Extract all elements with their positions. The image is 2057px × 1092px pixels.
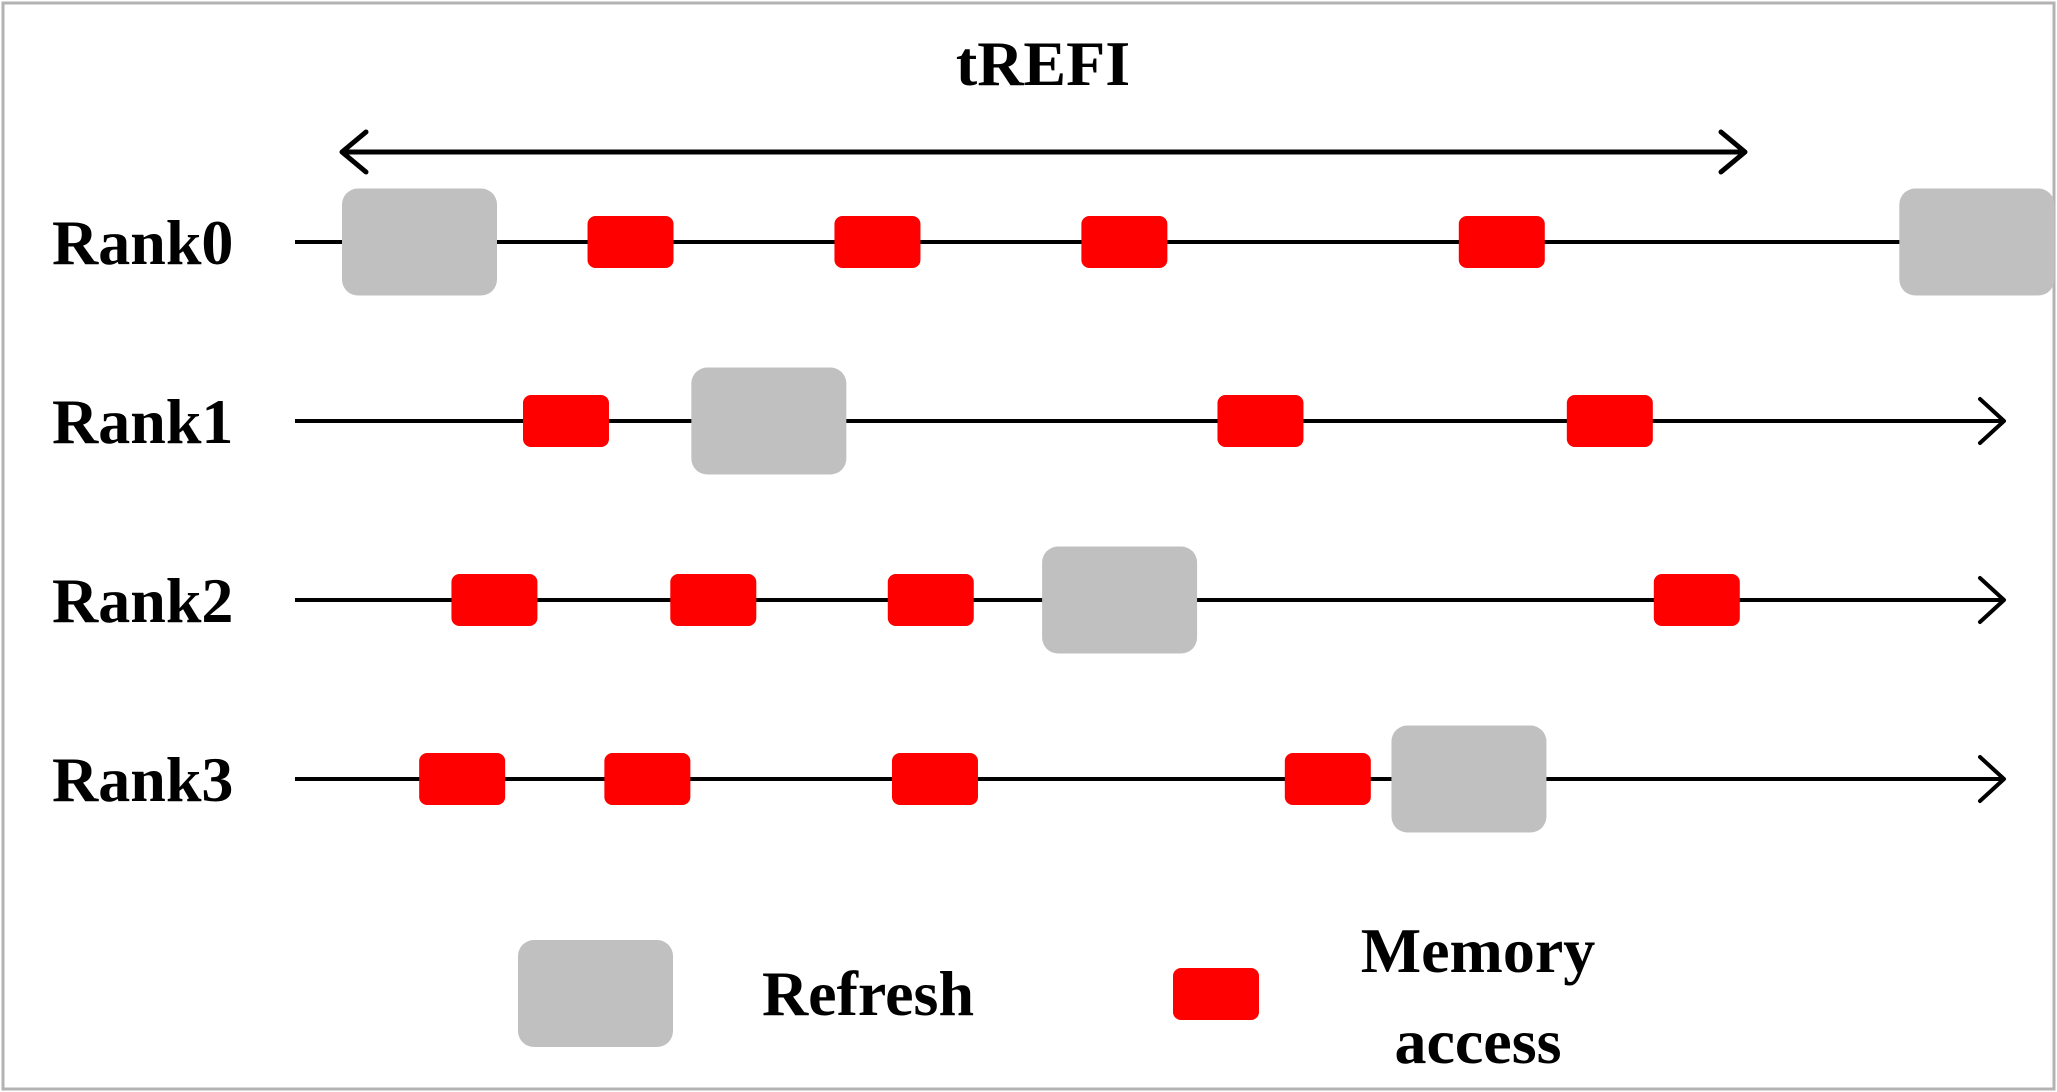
trefi-arrow (339, 129, 1748, 175)
legend-memory-label-line1: Memory (1361, 915, 1596, 986)
memory-access-block (419, 753, 506, 805)
refresh-block (1899, 188, 2055, 296)
timeline-arrowhead (1978, 576, 2006, 624)
memory-access-block (1081, 216, 1168, 268)
rank-row-0: Rank0 (52, 188, 2055, 296)
refresh-block (1391, 725, 1547, 833)
rank-row-1: Rank1 (52, 367, 2006, 475)
legend-refresh-label: Refresh (762, 958, 974, 1029)
memory-access-block (604, 753, 691, 805)
timeline-arrowhead (1978, 755, 2006, 803)
memory-access-block (1653, 574, 1740, 626)
trefi-title: tREFI (956, 28, 1130, 99)
rank-label-0: Rank0 (52, 207, 233, 278)
memory-access-block (1217, 395, 1304, 447)
refresh-block (1042, 546, 1198, 654)
refresh-block (691, 367, 847, 475)
memory-access-block (670, 574, 757, 626)
rank-label-1: Rank1 (52, 386, 233, 457)
legend-memory-label-line2: access (1394, 1006, 1561, 1077)
rank-row-3: Rank3 (52, 725, 2006, 833)
memory-access-block (587, 216, 674, 268)
refresh-block (342, 188, 497, 296)
memory-access-block (451, 574, 538, 626)
memory-access-block (522, 395, 609, 447)
legend: Refresh Memory access (518, 915, 1595, 1077)
memory-access-block (887, 574, 974, 626)
legend-refresh-swatch (518, 940, 673, 1047)
legend-memory-access-swatch (1173, 968, 1259, 1020)
timeline-arrowhead (1978, 397, 2006, 445)
memory-access-block (834, 216, 921, 268)
memory-access-block (1566, 395, 1653, 447)
rank-label-3: Rank3 (52, 744, 233, 815)
memory-access-block (1284, 753, 1371, 805)
rank-label-2: Rank2 (52, 565, 233, 636)
memory-access-block (1458, 216, 1545, 268)
memory-access-block (891, 753, 978, 805)
rank-row-2: Rank2 (52, 546, 2006, 654)
